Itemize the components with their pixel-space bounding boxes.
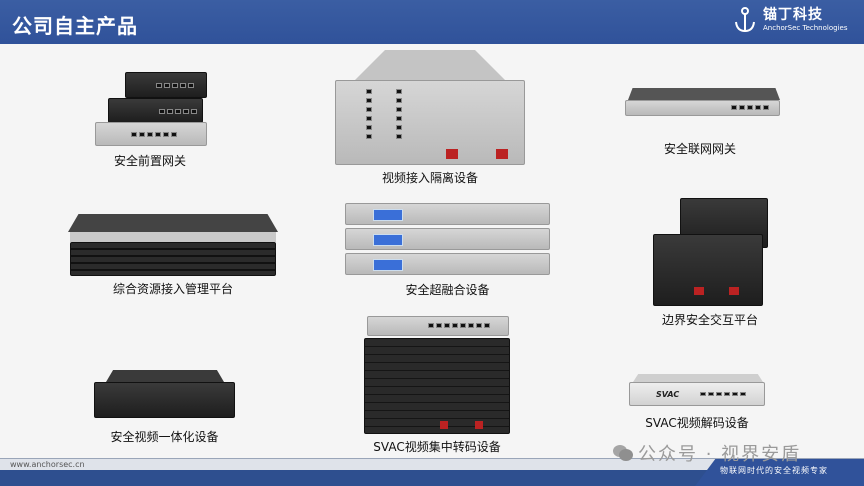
product-image [92,370,237,420]
product-name: 边界安全交互平台 [661,313,758,327]
wechat-icon [613,445,633,461]
watermark-text: 公众号 · 视界安盾 [638,444,802,465]
company-logo: 锚丁科技 AnchorSec Technologies [733,6,847,34]
logo-name-en: AnchorSec Technologies [763,24,848,32]
product-name: 视频接入隔离设备 [381,171,478,185]
product-image [620,80,780,132]
product-name: 安全视频一体化设备 [110,430,219,444]
product-security-hyperconverged: 安全超融合设备 [340,199,555,298]
product-video-integrated: 安全视频一体化设备 [92,370,237,445]
product-image [650,192,770,307]
logo-name-cn: 锚丁科技 [763,7,823,23]
product-svac-decoder: SVAC SVAC视频解码设备 [627,374,767,431]
product-security-network-gateway: 安全联网网关 [620,80,780,157]
product-image: SVAC [627,374,767,410]
footer-divider [0,458,864,470]
page-title: 公司自主产品 [12,14,138,38]
anchor-icon [735,7,755,33]
product-image [68,214,278,276]
product-image [340,199,555,277]
product-image [330,50,530,165]
product-name: SVAC视频集中转码设备 [373,440,501,454]
header-bar: 公司自主产品 锚丁科技 AnchorSec Technologies [0,0,864,44]
footer-bar [0,470,864,486]
product-name: 综合资源接入管理平台 [112,282,233,296]
product-video-access-isolation: 视频接入隔离设备 [330,50,530,186]
product-name: 安全前置网关 [113,154,186,168]
product-boundary-security-exchange: 边界安全交互平台 [650,192,770,328]
product-name: 安全联网网关 [663,142,736,156]
product-image [362,314,512,434]
product-name: SVAC视频解码设备 [645,416,749,430]
product-image [90,68,210,148]
slogan-text: 物联网时代的安全视频专家 [720,466,828,475]
wechat-watermark: 公众号 · 视界安盾 [612,440,801,466]
svac-device-label: SVAC [656,390,680,399]
product-svac-central-transcoding: SVAC视频集中转码设备 [362,314,512,455]
website-url[interactable]: www.anchorsec.cn [10,460,85,469]
product-resource-access-management: 综合资源接入管理平台 [68,214,278,297]
product-security-front-gateway: 安全前置网关 [90,68,210,169]
slogan-banner [695,459,864,486]
product-grid: 安全前置网关 视频接入隔离设备 安全联网网关 综合资源接入管理平台 [0,44,864,460]
product-name: 安全超融合设备 [405,283,490,297]
